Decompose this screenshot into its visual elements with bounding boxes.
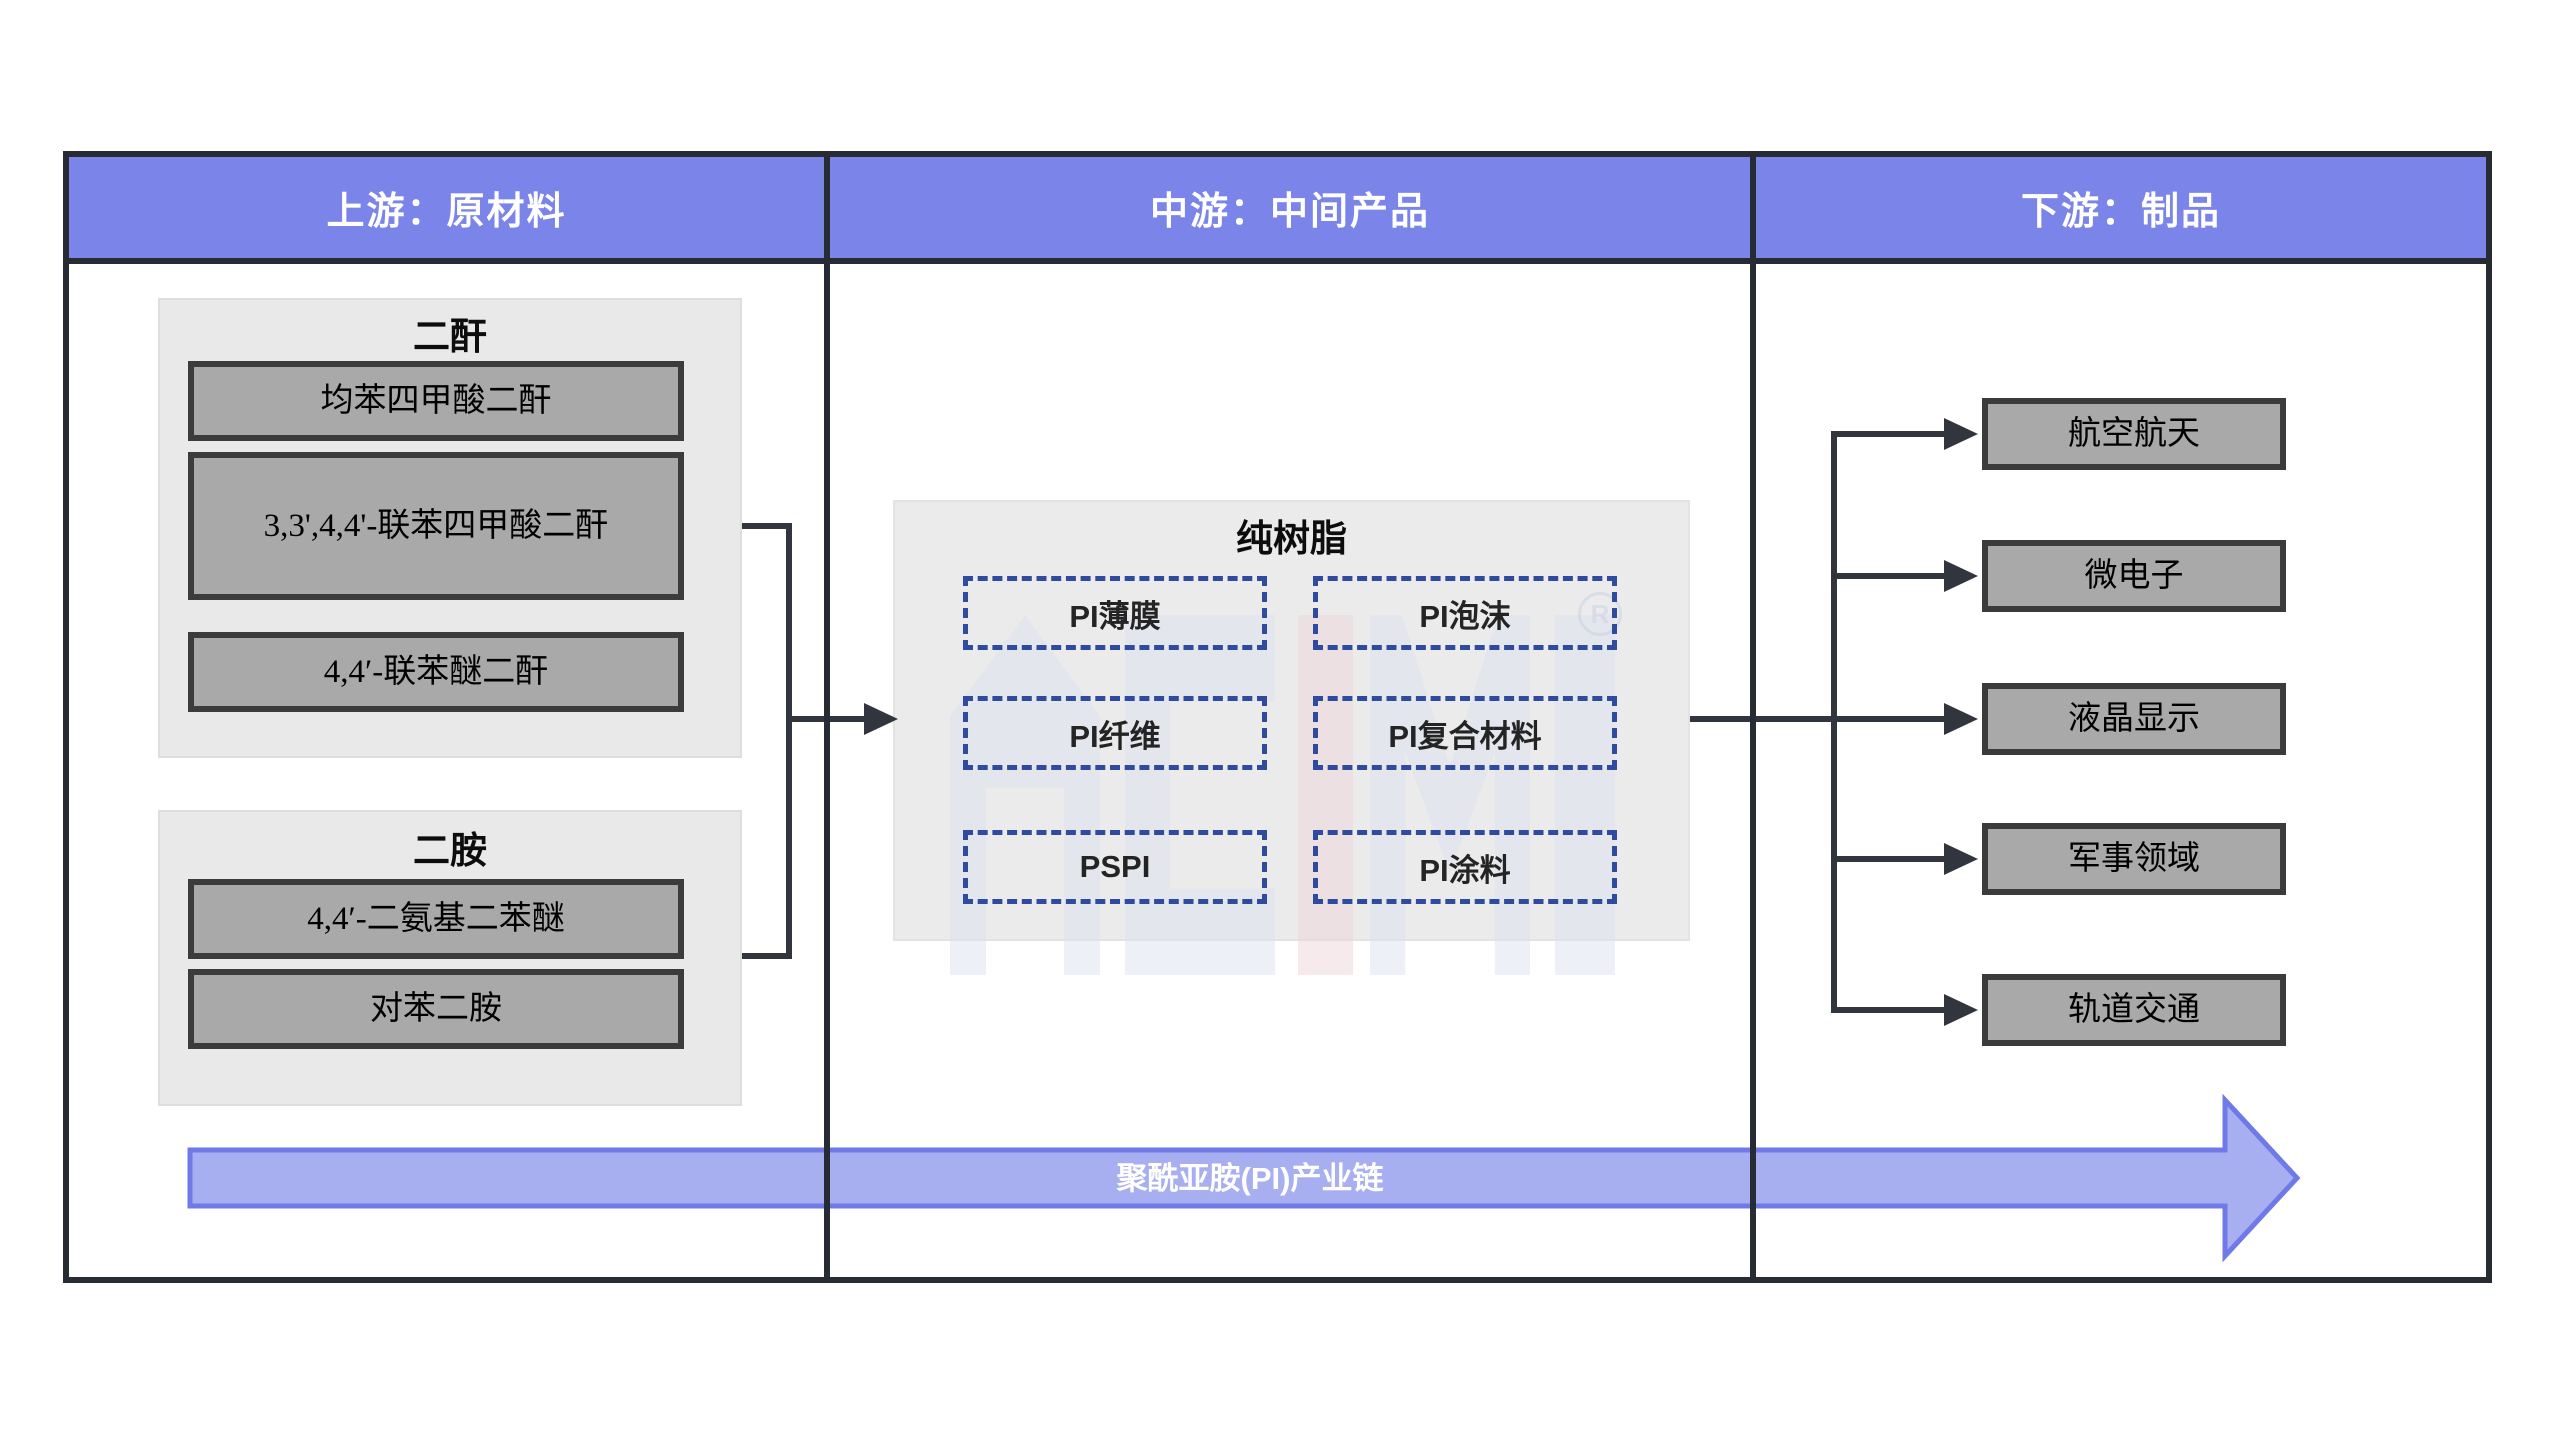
connector-bracket-top-stub: [742, 523, 792, 529]
connector-bracket-bottom-stub: [742, 953, 792, 959]
application-box-military: 军事领域: [1982, 823, 2286, 895]
diagram-frame: [63, 151, 2492, 1283]
column-header-downstream-label: 下游：制品: [2020, 191, 2221, 233]
connector-bracket-vertical: [786, 523, 792, 959]
arrow-head-icon: [1944, 560, 1978, 592]
registered-trademark-icon: R: [1578, 592, 1622, 636]
material-box-odpa: 4,4′-联苯醚二酐: [188, 632, 684, 712]
connector-branch-rail: [1831, 1007, 1948, 1013]
column-header-midstream: 中游：中间产品: [830, 157, 1750, 264]
product-box-pi-fiber: PI纤维: [963, 696, 1267, 770]
column-header-downstream: 下游：制品: [1756, 157, 2486, 264]
product-box-pspi: PSPI: [963, 830, 1267, 904]
dianhydride-group-title: 二酐: [413, 317, 487, 358]
arrow-head-icon: [1944, 994, 1978, 1026]
connector-branch-vertical: [1831, 431, 1837, 1013]
column-header-upstream: 上游：原材料: [69, 157, 824, 264]
material-box-ppd: 对苯二胺: [188, 969, 684, 1049]
material-box-bpda: 3,3',4,4'-联苯四甲酸二酐: [188, 452, 684, 600]
industry-chain-arrow-label: 聚酰亚胺(PI)产业链: [1116, 1161, 1384, 1196]
arrow-head-icon: [864, 703, 898, 735]
connector-branch-military: [1831, 856, 1948, 862]
product-box-pi-coating: PI涂料: [1313, 830, 1617, 904]
industry-chain-arrow: [187, 1093, 2301, 1263]
arrow-head-icon: [1944, 418, 1978, 450]
watermark-logo: [930, 600, 1640, 990]
material-box-pmda: 均苯四甲酸二酐: [188, 361, 684, 441]
column-divider-1: [824, 157, 830, 1277]
watermark-pink-bar: [1298, 615, 1353, 975]
connector-branch-microelectronics: [1831, 573, 1948, 579]
connector-branch-aerospace: [1831, 431, 1948, 437]
product-box-pi-film: PI薄膜: [963, 576, 1267, 650]
pure-resin-title: 纯树脂: [1236, 519, 1347, 560]
application-box-microelectronics: 微电子: [1982, 540, 2286, 612]
product-box-pi-composite: PI复合材料: [1313, 696, 1617, 770]
product-box-pi-foam: PI泡沫: [1313, 576, 1617, 650]
application-box-aerospace: 航空航天: [1982, 398, 2286, 470]
watermark-letter-shape: [1555, 615, 1615, 975]
arrow-head-icon: [1944, 843, 1978, 875]
column-header-upstream-label: 上游：原材料: [326, 191, 567, 233]
application-box-rail-transit: 轨道交通: [1982, 974, 2286, 1046]
arrow-head-icon: [1944, 703, 1978, 735]
application-box-lcd: 液晶显示: [1982, 683, 2286, 755]
diamine-group-title: 二胺: [413, 831, 487, 872]
column-header-midstream-label: 中游：中间产品: [1149, 191, 1430, 233]
connector-midstream-to-downstream: [1690, 716, 1948, 722]
column-divider-2: [1750, 157, 1756, 1277]
material-box-oda: 4,4′-二氨基二苯醚: [188, 879, 684, 959]
